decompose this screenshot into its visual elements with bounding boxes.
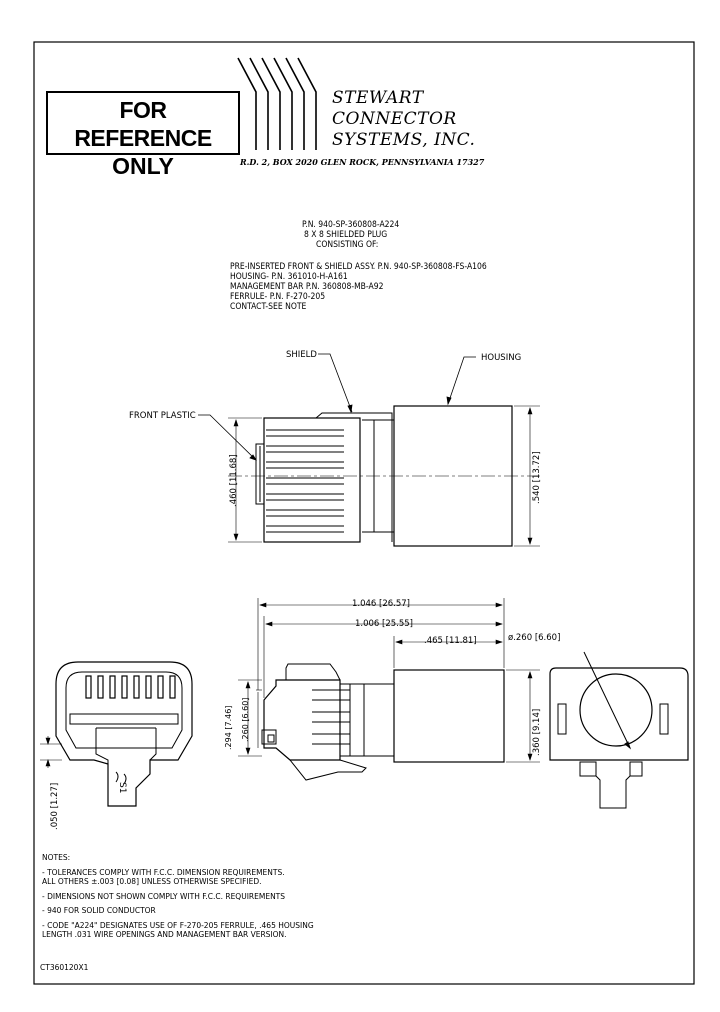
part-number: P.N. 940-SP-360808-A224 [302, 220, 400, 230]
dim-height-front: .460 [11.68] [229, 454, 239, 507]
dim-overall-length: 1.046 [26.57] [352, 599, 410, 609]
dim-050: .050 [1.27] [50, 783, 60, 830]
dim-diameter: ø.260 [6.60] [508, 633, 560, 643]
note-item: - 940 FOR SOLID CONDUCTOR [42, 906, 156, 915]
component-item: HOUSING- P.N. 361010-H-A161 [230, 272, 348, 282]
callout-housing: HOUSING [481, 353, 521, 363]
dim-360: .360 [9.14] [532, 709, 542, 756]
component-item: CONTACT-SEE NOTE [230, 302, 307, 312]
notes-heading: NOTES: [42, 853, 71, 862]
company-line2: CONNECTOR [332, 109, 457, 129]
company-address: R.D. 2, BOX 2020 GLEN ROCK, PENNSYLVANIA… [240, 157, 485, 167]
reference-stamp-line1: FOR REFERENCE [74, 97, 212, 151]
contact-mark: S1 [117, 782, 127, 793]
bottom-view-dimensions [238, 598, 540, 763]
notes-section: NOTES: - TOLERANCES COMPLY WITH F.C.C. D… [42, 853, 314, 940]
bottom-side-view [261, 663, 505, 781]
top-side-view [228, 405, 540, 547]
drawing-code: CT360120X1 [40, 963, 89, 972]
company-line1: STEWART [332, 88, 424, 108]
sheet-border [33, 41, 695, 985]
dim-height-housing: .540 [13.72] [532, 451, 542, 504]
company-line3: SYSTEMS, INC. [332, 130, 476, 150]
part-description: 8 X 8 SHIELDED PLUG [304, 230, 388, 240]
component-item: PRE-INSERTED FRONT & SHIELD ASSY. P.N. 9… [230, 262, 487, 272]
reference-stamp-line2: ONLY [112, 153, 174, 179]
component-list: PRE-INSERTED FRONT & SHIELD ASSY. P.N. 9… [230, 262, 530, 312]
front-end-view [55, 661, 193, 807]
callout-leaders [198, 353, 476, 461]
callout-shield: SHIELD [286, 350, 317, 360]
dim-294: .294 [7.46] [224, 706, 233, 750]
note-item: - DIMENSIONS NOT SHOWN COMPLY WITH F.C.C… [42, 891, 286, 901]
dim-260: .260 [6.60] [241, 698, 250, 742]
reference-stamp: FOR REFERENCE ONLY [46, 91, 240, 179]
note-item: LENGTH .031 WIRE OPENINGS AND MANAGEMENT… [42, 930, 287, 939]
note-item: - TOLERANCES COMPLY WITH F.C.C. DIMENSIO… [42, 867, 285, 877]
callout-front-plastic: FRONT PLASTIC [129, 411, 196, 421]
dim-housing-length: .465 [11.81] [424, 636, 477, 646]
rear-end-view [549, 651, 689, 809]
note-item: - CODE "A224" DESIGNATES USE OF F-270-20… [42, 920, 314, 930]
component-item: MANAGEMENT BAR P.N. 360808-MB-A92 [230, 282, 384, 292]
company-logo [237, 57, 317, 150]
dim-length-2: 1.006 [25.55] [355, 619, 413, 629]
front-view-dimensions [40, 736, 62, 768]
component-item: FERRULE- P.N. F-270-205 [230, 292, 326, 302]
note-item: ALL OTHERS ±.003 [0.08] UNLESS OTHERWISE… [42, 877, 262, 886]
consisting-of: CONSISTING OF: [316, 240, 379, 250]
company-name: STEWART CONNECTOR SYSTEMS, INC. [332, 88, 475, 151]
title-block: P.N. 940-SP-360808-A224 8 X 8 SHIELDED P… [230, 220, 530, 312]
